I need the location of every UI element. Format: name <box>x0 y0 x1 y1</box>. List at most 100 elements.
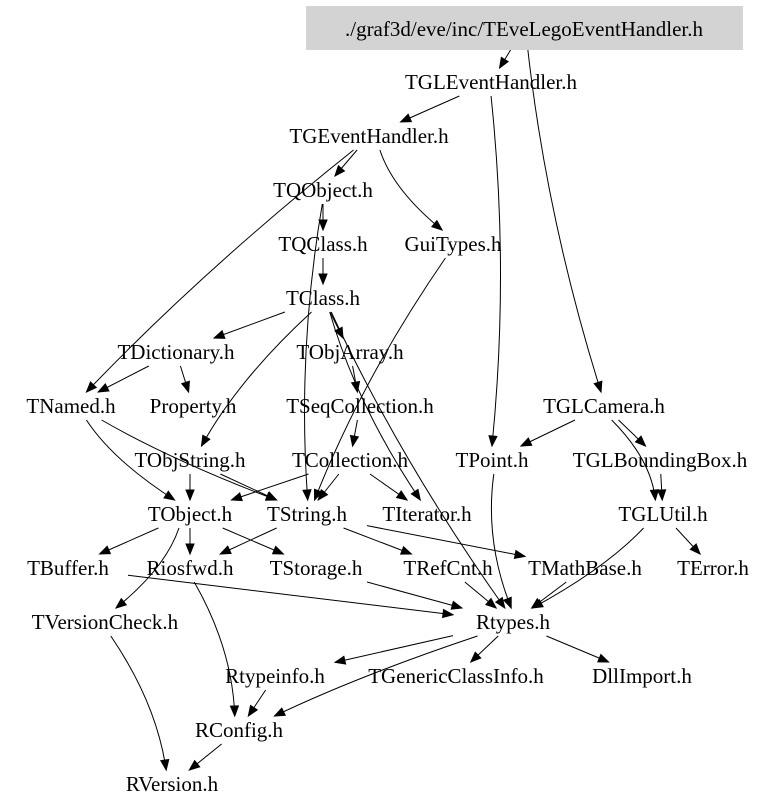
edge-tclass-to-rtypes <box>330 311 506 609</box>
arrowhead-icon <box>469 651 482 663</box>
node-tnamed[interactable]: TNamed.h <box>26 394 116 418</box>
edge-guitypes-to-tstring <box>314 257 446 501</box>
node-guitypes[interactable]: GuiTypes.h <box>404 232 502 256</box>
node-tstorage[interactable]: TStorage.h <box>270 556 363 580</box>
arrowhead-icon <box>200 434 211 448</box>
arrowhead-icon <box>399 113 413 123</box>
arrowhead-icon <box>485 597 498 609</box>
root-node-box[interactable] <box>306 6 743 50</box>
node-tqclass[interactable]: TQClass.h <box>278 232 368 256</box>
node-tbuffer[interactable]: TBuffer.h <box>27 556 109 580</box>
arrowhead-icon <box>219 545 232 555</box>
node-tdictionary[interactable]: TDictionary.h <box>117 340 235 364</box>
arrowhead-icon <box>593 380 603 394</box>
arrowhead-icon <box>97 382 110 393</box>
node-trefcnt[interactable]: TRefCnt.h <box>403 556 493 580</box>
node-terror[interactable]: TError.h <box>677 556 749 580</box>
node-rconfig[interactable]: RConfig.h <box>195 718 284 742</box>
edge-rtypes-to-rtypeinfo <box>334 635 454 663</box>
node-tseqcollection[interactable]: TSeqCollection.h <box>286 394 434 418</box>
arrowhead-icon <box>399 545 413 555</box>
edge-tgleventhandler-to-tpoint <box>490 95 501 447</box>
arrowhead-icon <box>185 543 195 556</box>
node-tqobject[interactable]: TQObject.h <box>273 178 373 202</box>
arrowhead-icon <box>656 489 667 502</box>
edge-tnamed-to-tstring <box>101 419 277 501</box>
arrowhead-icon <box>395 490 409 501</box>
node-rtypeinfo[interactable]: Rtypeinfo.h <box>225 664 325 688</box>
node-rversion[interactable]: RVersion.h <box>126 772 219 796</box>
node-riosfwd[interactable]: Riosfwd.h <box>147 556 234 580</box>
node-tstring[interactable]: TString.h <box>267 502 347 526</box>
arrowhead-icon <box>519 437 533 447</box>
node-titerator[interactable]: TIterator.h <box>382 502 472 526</box>
arrowhead-icon <box>318 273 328 286</box>
arrowhead-icon <box>349 434 360 448</box>
node-root[interactable]: ./graf3d/eve/inc/TEveLegoEventHandler.h <box>345 17 704 41</box>
node-tobjarray[interactable]: TObjArray.h <box>296 340 404 364</box>
arrowhead-icon <box>247 704 259 718</box>
node-tglcamera[interactable]: TGLCamera.h <box>543 394 665 418</box>
node-tglutil[interactable]: TGLUtil.h <box>618 502 708 526</box>
edge-tpoint-to-rtypes <box>490 473 512 609</box>
arrowhead-icon <box>488 435 498 448</box>
arrowhead-icon <box>318 219 328 232</box>
node-property[interactable]: Property.h <box>150 394 237 418</box>
arrowhead-icon <box>689 543 701 555</box>
node-rtypes[interactable]: Rtypes.h <box>476 610 551 634</box>
edge-tstorage-to-rtypes <box>366 581 463 609</box>
node-tcollection[interactable]: TCollection.h <box>292 448 409 472</box>
arrowhead-icon <box>450 600 464 610</box>
arrowhead-icon <box>498 56 510 70</box>
arrowhead-icon <box>334 164 346 178</box>
edges-layer <box>85 41 701 772</box>
arrowhead-icon <box>597 653 610 663</box>
edge-tclass-to-tdictionary <box>213 311 286 339</box>
arrowhead-icon <box>302 489 312 502</box>
edge-tversioncheck-to-rversion <box>110 635 167 771</box>
node-tglboundingbox[interactable]: TGLBoundingBox.h <box>573 448 748 472</box>
edge-tgeventhandler-to-tnamed <box>86 149 354 393</box>
arrowhead-icon <box>634 435 647 447</box>
arrowhead-icon <box>185 489 195 502</box>
edge-tstring-to-tmathbase <box>366 525 526 557</box>
arrowhead-icon <box>163 490 176 501</box>
arrowhead-icon <box>160 758 170 772</box>
node-tgeventhandler[interactable]: TGEventHandler.h <box>289 124 449 148</box>
edge-tbuffer-to-rtypes <box>127 574 454 616</box>
arrowhead-icon <box>229 705 240 718</box>
arrowhead-icon <box>513 549 527 559</box>
arrowhead-icon <box>494 596 506 610</box>
edge-rtypes-to-rconfig <box>274 635 478 717</box>
arrowhead-icon <box>333 655 347 665</box>
edge-root-to-tglcamera <box>526 41 602 393</box>
node-tobjstring[interactable]: TObjString.h <box>134 448 246 472</box>
node-tmathbase[interactable]: TMathBase.h <box>528 556 642 580</box>
arrowhead-icon <box>430 219 444 231</box>
nodes-layer: ./graf3d/eve/inc/TEveLegoEventHandler.h … <box>26 6 749 796</box>
arrowhead-icon <box>273 707 287 717</box>
node-tclass[interactable]: TClass.h <box>286 286 361 310</box>
edge-tclass-to-titerator <box>329 311 421 501</box>
arrowhead-icon <box>114 597 128 609</box>
node-tobject[interactable]: TObject.h <box>148 502 233 526</box>
node-dllimport[interactable]: DllImport.h <box>592 664 692 688</box>
arrowhead-icon <box>502 596 512 610</box>
edge-riosfwd-to-rconfig <box>193 581 236 717</box>
node-tversioncheck[interactable]: TVersionCheck.h <box>32 610 179 634</box>
arrowhead-icon <box>350 380 361 394</box>
node-tgenericclassinfo[interactable]: TGenericClassInfo.h <box>368 664 544 688</box>
node-tgleventhandler[interactable]: TGLEventHandler.h <box>405 70 578 94</box>
node-tpoint[interactable]: TPoint.h <box>456 448 529 472</box>
arrowhead-icon <box>265 491 278 501</box>
arrowhead-icon <box>313 488 323 502</box>
arrowhead-icon <box>410 488 422 502</box>
edge-tnamed-to-tobject <box>86 419 175 501</box>
edge-tobject-to-tversioncheck <box>115 527 180 609</box>
arrowhead-icon <box>271 545 285 555</box>
arrowhead-icon <box>188 759 201 771</box>
edge-tglutil-to-rtypes <box>532 527 644 609</box>
arrowhead-icon <box>212 329 226 339</box>
arrowhead-icon <box>649 489 660 502</box>
